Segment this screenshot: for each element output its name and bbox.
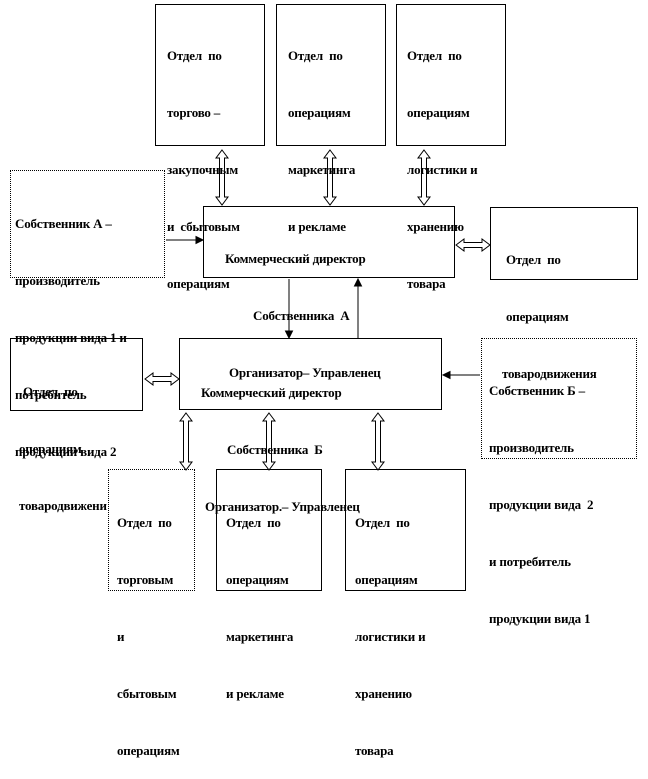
text-line: торговым: [117, 572, 174, 587]
double-arrow-movement-b: [144, 372, 180, 386]
text-line: операциям: [226, 572, 289, 587]
text-line: Организатор.– Управленец: [205, 499, 360, 514]
double-arrow-top-trade: [215, 149, 229, 206]
double-arrow-bottom-trade: [179, 412, 193, 471]
director-b-text: Коммерческий директор Собственника Б Орг…: [201, 345, 360, 535]
text-line: Коммерческий директор: [201, 385, 342, 400]
text-line: товара: [355, 743, 394, 758]
text-line: операциям: [407, 105, 470, 120]
double-arrow-bottom-logistics: [371, 412, 385, 471]
text-line: Коммерческий директор: [225, 251, 366, 266]
text-line: и рекламе: [226, 686, 284, 701]
text-line: хранению: [407, 219, 464, 234]
text-line: операциям: [117, 743, 180, 758]
text-line: операциям: [19, 441, 82, 456]
text-line: операциям: [288, 105, 351, 120]
director-a-box: [203, 206, 455, 278]
text-line: сбытовым: [117, 686, 177, 701]
text-line: Отдел по: [288, 48, 343, 63]
text-line: операциям: [167, 276, 230, 291]
text-line: продукции вида 1 и: [15, 330, 127, 345]
text-line: закупочным: [167, 162, 239, 177]
double-arrow-top-logistics: [417, 149, 431, 206]
arrow-down-head: [284, 330, 294, 340]
text-line: Отдел по: [355, 515, 410, 530]
text-line: Собственник А –: [15, 216, 112, 231]
text-line: торгово –: [167, 105, 221, 120]
text-line: товародвижения: [502, 366, 597, 381]
bottom-trade-dept-text: Отдел по торговым и сбытовым операциям: [117, 475, 180, 779]
double-arrow-bottom-marketing: [262, 412, 276, 471]
text-line: и рекламе: [288, 219, 346, 234]
text-line: Отдел по: [226, 515, 281, 530]
text-line: хранению: [355, 686, 412, 701]
text-line: продукции вида 2: [15, 444, 117, 459]
arrow-owner-b-head: [441, 370, 451, 380]
text-line: Собственника А: [253, 308, 350, 323]
text-line: Организатор– Управленец: [229, 365, 381, 380]
arrow-owner-a-head: [195, 235, 205, 245]
owner-a-box: [10, 170, 165, 278]
double-arrow-movement-a: [455, 238, 491, 252]
bottom-logistics-dept-box: [345, 469, 466, 591]
text-line: операциям: [355, 572, 418, 587]
connectors-layer: [144, 149, 491, 471]
text-line: и потребитель: [489, 554, 571, 569]
bottom-trade-dept-box: [108, 469, 195, 591]
text-line: и сбытовым: [167, 219, 240, 234]
text-line: Отдел по: [506, 252, 561, 267]
top-marketing-dept-box: [276, 4, 386, 146]
top-marketing-dept-text: Отдел по операциям маркетинга и рекламе: [288, 8, 355, 255]
text-line: маркетинга: [288, 162, 356, 177]
text-line: и: [117, 629, 125, 644]
text-line: Отдел по: [167, 48, 222, 63]
movement-dept-a-text: Отдел по операциям товародвижения: [502, 212, 597, 402]
movement-dept-a-box: [490, 207, 638, 280]
text-line: продукции вида 1: [489, 611, 591, 626]
text-line: Собственник Б –: [489, 383, 585, 398]
top-logistics-dept-box: [396, 4, 506, 146]
bottom-marketing-dept-text: Отдел по операциям маркетинга и рекламе: [226, 475, 293, 722]
text-line: потребитель: [15, 387, 87, 402]
director-a-text: Коммерческий директор Собственника А Орг…: [225, 211, 381, 401]
text-line: операциям: [506, 309, 569, 324]
text-line: Отдел по: [117, 515, 172, 530]
movement-dept-b-box: [10, 338, 143, 411]
text-line: товара: [407, 276, 446, 291]
owner-b-text: Собственник Б – производитель продукции …: [489, 343, 594, 647]
text-line: маркетинга: [226, 629, 294, 644]
top-logistics-dept-text: Отдел по операциям логистики и хранению …: [407, 8, 478, 312]
text-line: производитель: [15, 273, 100, 288]
text-line: логистики и: [407, 162, 478, 177]
director-b-box: [179, 338, 442, 410]
text-line: продукции вида 2: [489, 497, 594, 512]
text-line: логистики и: [355, 629, 426, 644]
owner-a-text: Собственник А – производитель продукции …: [15, 176, 127, 480]
text-line: Отдел по: [23, 384, 78, 399]
arrow-up-head: [353, 277, 363, 287]
bottom-marketing-dept-box: [216, 469, 322, 591]
text-line: Собственника Б: [227, 442, 323, 457]
owner-b-box: [481, 338, 637, 459]
movement-dept-b-text: Отдел по операциям товародвижени: [19, 344, 107, 534]
top-trade-dept-text: Отдел по торгово – закупочным и сбытовым…: [167, 8, 240, 312]
bottom-logistics-dept-text: Отдел по операциям логистики и хранению …: [355, 475, 426, 779]
text-line: Отдел по: [407, 48, 462, 63]
text-line: производитель: [489, 440, 574, 455]
top-trade-dept-box: [155, 4, 265, 146]
text-line: товародвижени: [19, 498, 107, 513]
double-arrow-top-marketing: [323, 149, 337, 206]
